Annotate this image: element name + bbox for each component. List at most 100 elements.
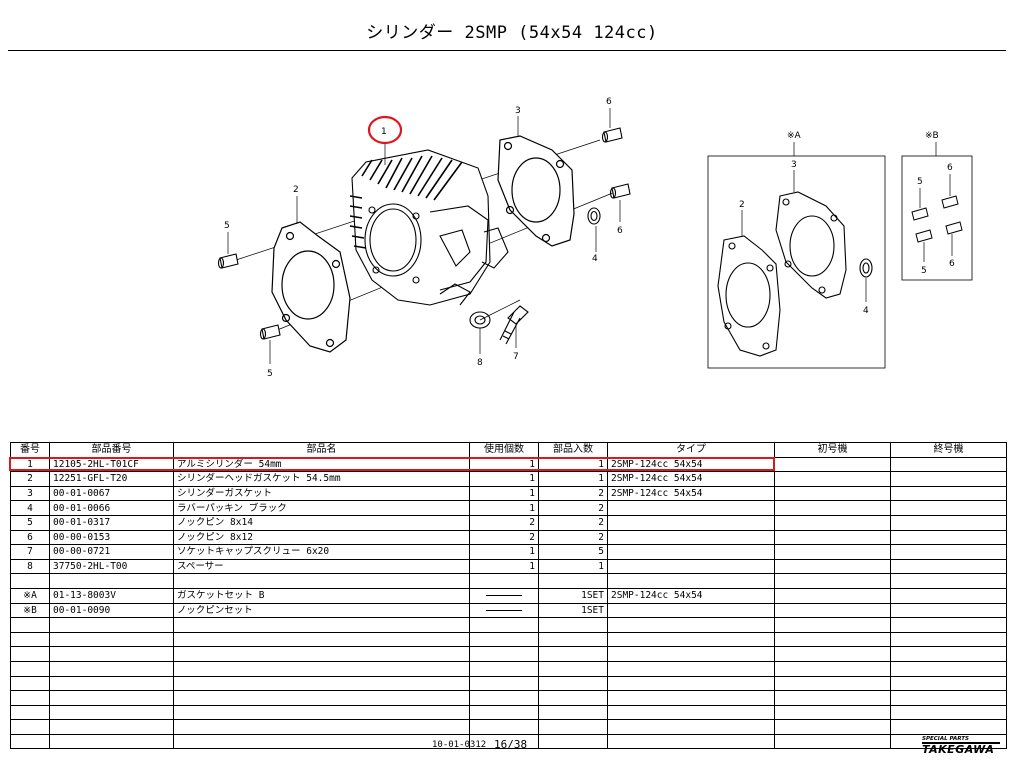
cell-type <box>607 719 775 735</box>
cell-qty-pack <box>538 617 608 633</box>
cell-type <box>607 631 775 648</box>
cell-type <box>607 573 775 589</box>
cell-qty-used <box>469 660 539 677</box>
cell-part-number <box>49 690 174 706</box>
cell-last-model <box>890 660 1007 677</box>
cell-qty-pack <box>538 704 608 721</box>
cell-last-model <box>890 500 1007 516</box>
cell-type <box>607 514 775 531</box>
cell-part-name <box>173 690 470 706</box>
cell-qty-pack: 1 <box>538 471 608 487</box>
cell-part-number <box>49 733 174 750</box>
set-b-label: ※B <box>925 131 939 141</box>
dowel-pin-5-lower <box>259 324 281 340</box>
cell-part-number: 00-01-0090 <box>49 602 174 619</box>
cell-last-model <box>890 719 1007 735</box>
callout-8: 8 <box>477 358 483 368</box>
cell-qty-used: 1 <box>469 544 539 560</box>
cell-last-model <box>890 704 1007 721</box>
cell-first-model <box>774 500 891 516</box>
table-row <box>10 733 1007 750</box>
callout-6b: 6 <box>617 226 623 236</box>
cell-qty-pack <box>538 646 608 662</box>
cell-part-name: ソケットキャップスクリュー 6x20 <box>173 544 470 560</box>
cell-part-number <box>49 675 174 692</box>
cell-part-number <box>49 719 174 735</box>
cell-qty-pack: 2 <box>538 485 608 502</box>
cell-qty-pack <box>538 675 608 692</box>
cell-last-model <box>890 675 1007 692</box>
table-row <box>10 631 1007 648</box>
cell-type <box>607 675 775 692</box>
logo-brand: TAKEGAWA <box>922 742 1000 755</box>
cell-part-number: 00-01-0317 <box>49 514 174 531</box>
cell-part-name <box>173 573 470 589</box>
cell-first-model <box>774 646 891 662</box>
cell-qty-used <box>469 602 539 619</box>
cell-number: 3 <box>10 485 50 502</box>
cell-type <box>607 602 775 619</box>
cell-qty-used: 1 <box>469 471 539 487</box>
cell-last-model <box>890 514 1007 531</box>
socket-cap-screw <box>499 305 529 345</box>
cell-last-model <box>890 456 1007 473</box>
cell-type <box>607 558 775 575</box>
page-number: 16/38 <box>494 738 528 751</box>
table-row <box>10 675 1007 692</box>
cell-qty-pack <box>538 660 608 677</box>
cell-type: 2SMP-124cc 54x54 <box>607 471 775 487</box>
callout-4: 4 <box>592 254 598 264</box>
cell-type <box>607 617 775 633</box>
cell-qty-used <box>469 573 539 589</box>
cell-qty-pack: 1 <box>538 558 608 575</box>
callout-3: 3 <box>515 106 521 116</box>
cell-part-name <box>173 733 470 750</box>
cell-part-name <box>173 660 470 677</box>
rubber-packing <box>587 207 601 225</box>
cell-first-model <box>774 485 891 502</box>
cell-last-model <box>890 646 1007 662</box>
callout-1: 1 <box>381 127 387 137</box>
col-header-part-number: 部品番号 <box>49 442 174 458</box>
cell-qty-pack: 2 <box>538 514 608 531</box>
table-header-row: 番号 部品番号 部品名 使用個数 部品入数 タイプ 初号機 終号機 <box>10 442 1007 458</box>
cell-qty-pack <box>538 631 608 648</box>
cell-part-name <box>173 631 470 648</box>
cell-first-model <box>774 587 891 604</box>
cell-last-model <box>890 587 1007 604</box>
cell-number <box>10 704 50 721</box>
cell-number: 8 <box>10 558 50 575</box>
cell-number <box>10 690 50 706</box>
col-header-qty-pack: 部品入数 <box>538 442 608 458</box>
callout-5b: 5 <box>267 369 273 379</box>
cell-number <box>10 646 50 662</box>
cell-part-number <box>49 617 174 633</box>
cell-number: 4 <box>10 500 50 516</box>
col-header-part-name: 部品名 <box>173 442 470 458</box>
cell-type <box>607 690 775 706</box>
cell-first-model <box>774 529 891 546</box>
cell-first-model <box>774 573 891 589</box>
cell-number <box>10 733 50 750</box>
cell-last-model <box>890 733 1007 750</box>
cell-number: 6 <box>10 529 50 546</box>
set-b-callout-6a: 6 <box>947 163 953 173</box>
cell-qty-used: 2 <box>469 529 539 546</box>
cell-first-model <box>774 514 891 531</box>
cell-last-model <box>890 558 1007 575</box>
cell-qty-pack: 2 <box>538 529 608 546</box>
set-b-callout-5b: 5 <box>921 266 927 276</box>
cell-number <box>10 631 50 648</box>
cell-qty-pack <box>538 733 608 750</box>
cell-first-model <box>774 471 891 487</box>
cell-type <box>607 529 775 546</box>
cell-first-model <box>774 675 891 692</box>
cell-part-name <box>173 617 470 633</box>
dowel-pin-6-upper <box>601 127 623 143</box>
cell-number: ※B <box>10 602 50 619</box>
cell-qty-pack <box>538 719 608 735</box>
set-a-label: ※A <box>787 131 802 141</box>
cell-number: ※A <box>10 587 50 604</box>
cell-type: 2SMP-124cc 54x54 <box>607 587 775 604</box>
